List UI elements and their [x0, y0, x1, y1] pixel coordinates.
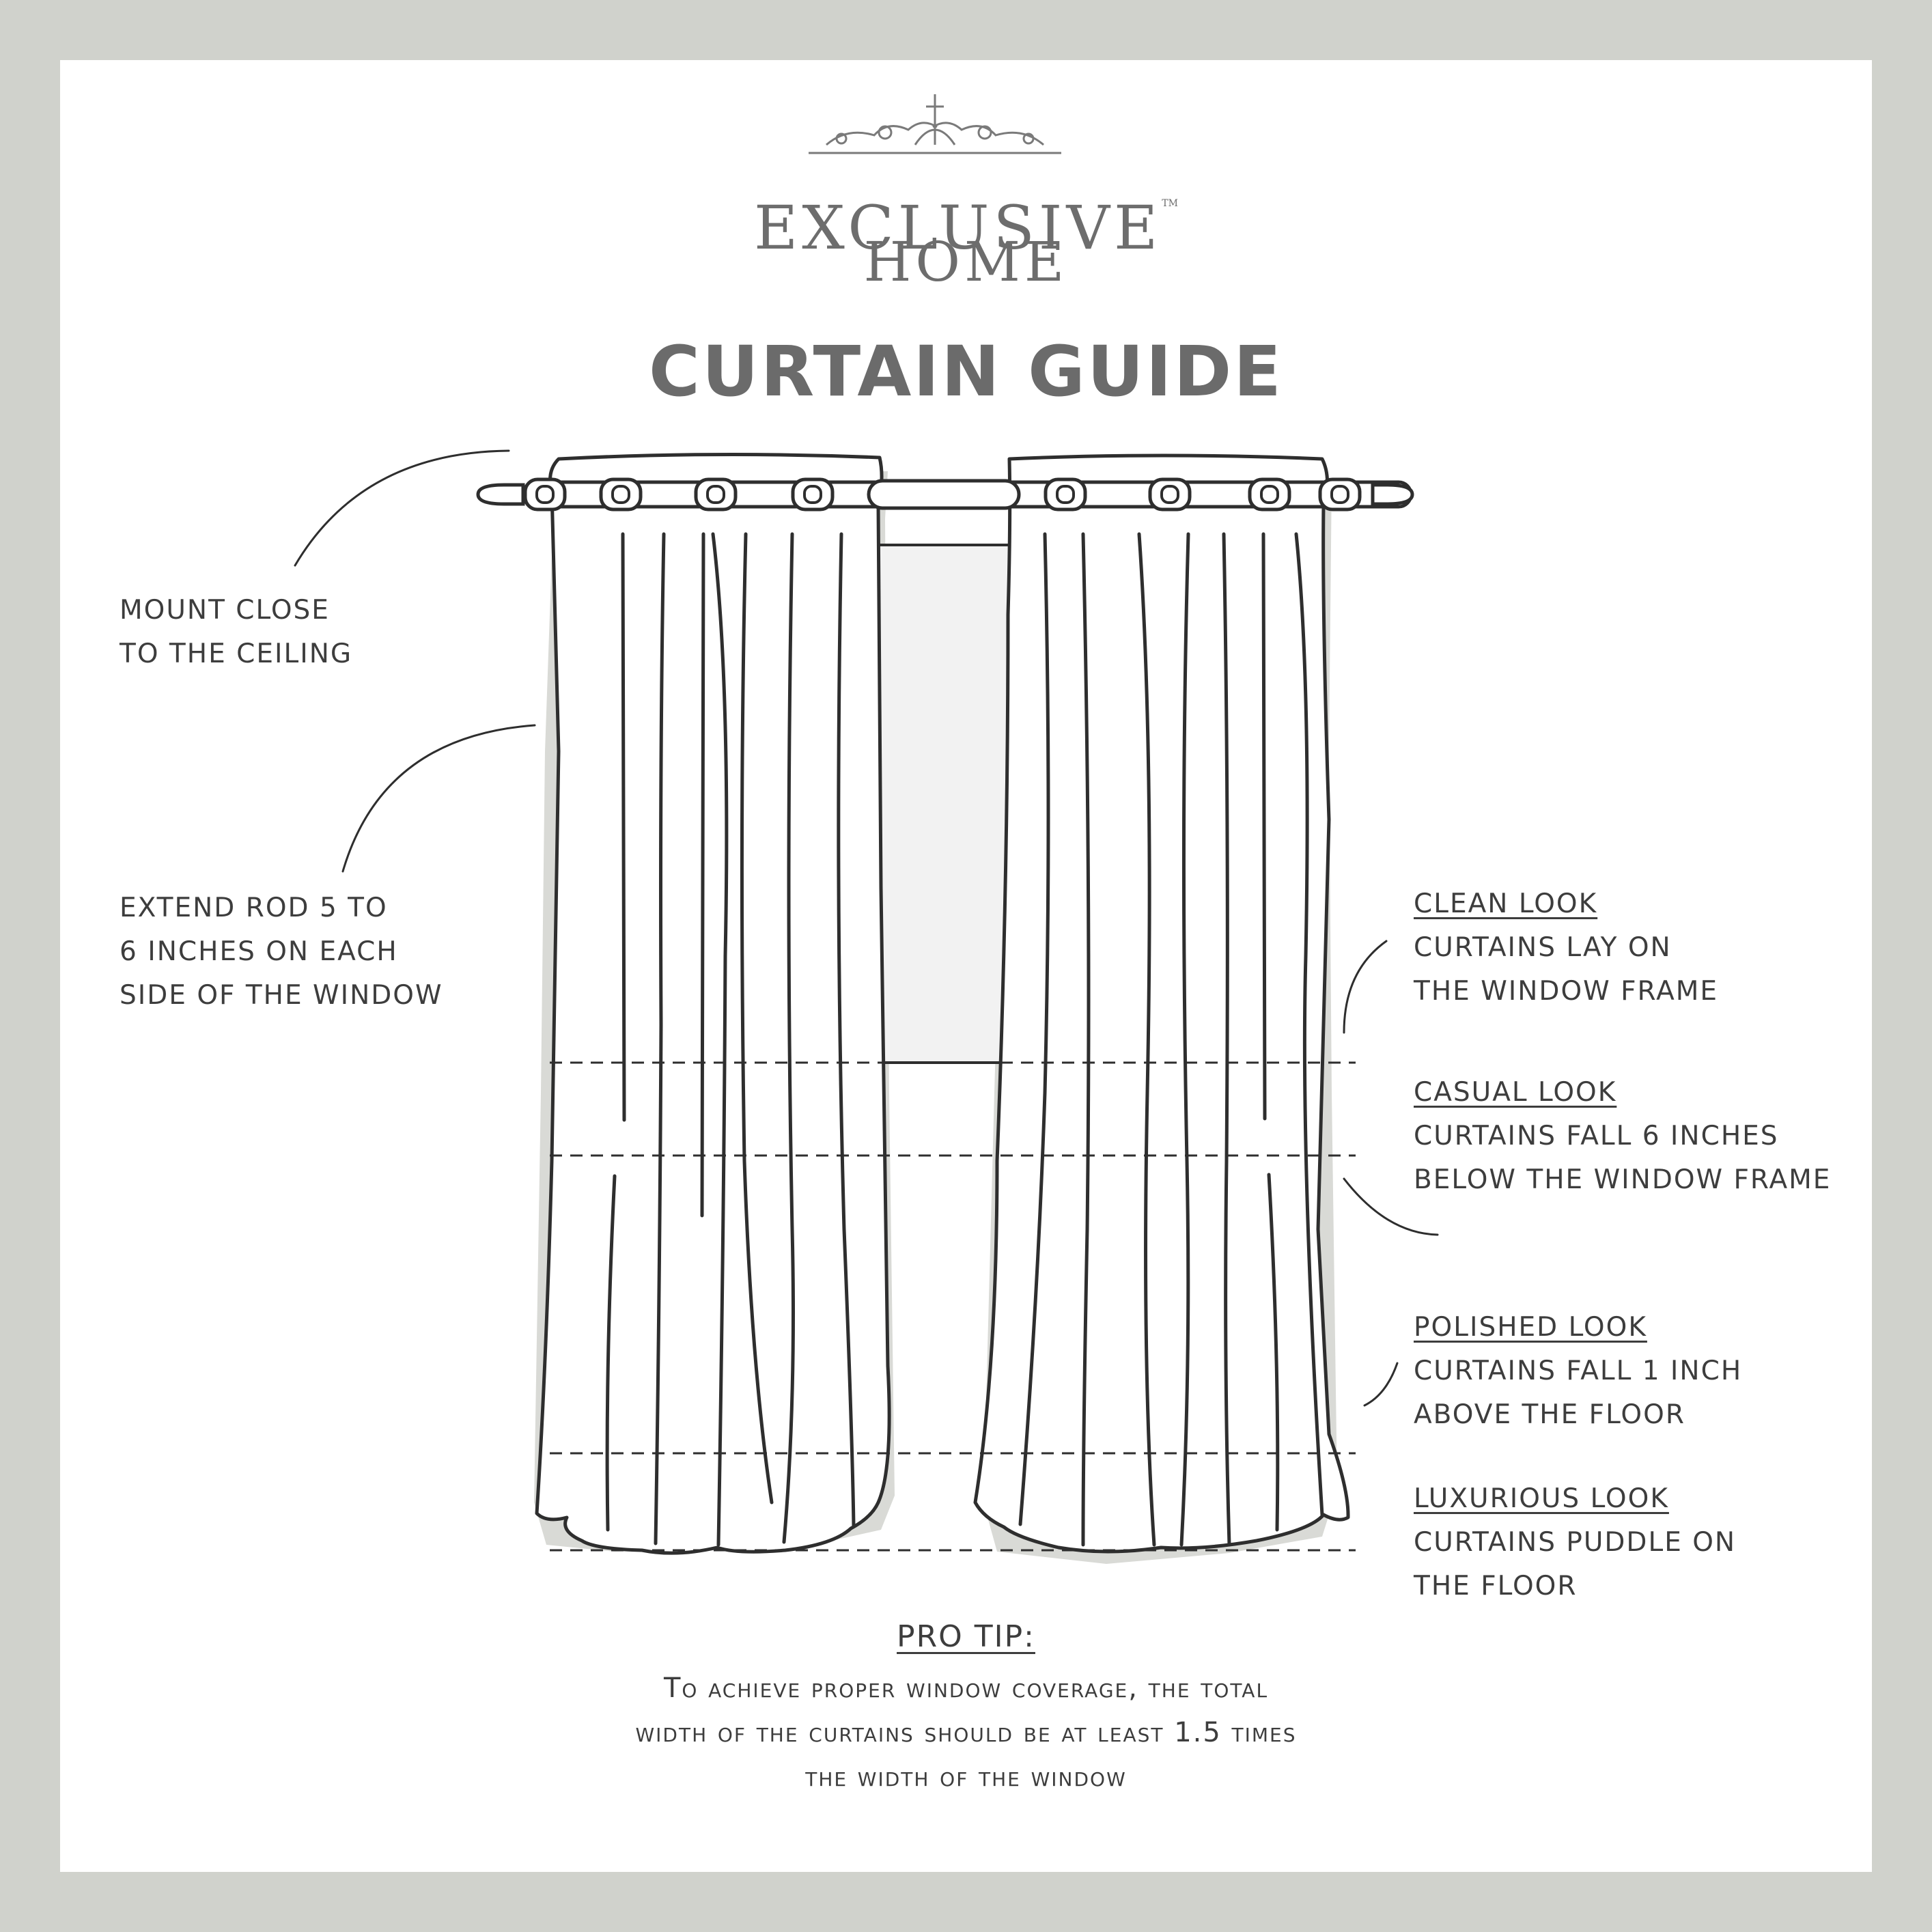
left-finial-icon: [476, 483, 525, 506]
right-curtain: [973, 453, 1350, 1554]
right-finial-icon: [1371, 483, 1414, 506]
window-pane: [878, 545, 1011, 1063]
callout-mount-close: MOUNT CLOSE TO THE CEILING: [120, 595, 353, 669]
grommets: [523, 477, 1362, 512]
look-clean: CLEAN LOOK CURTAINS LAY ON THE WINDOW FR…: [1414, 888, 1719, 1007]
grommet-holes: [535, 485, 1349, 504]
left-curtain: [535, 452, 891, 1555]
callout-extend-rod: EXTEND ROD 5 TO 6 INCHES ON EACH SIDE OF…: [120, 893, 443, 1011]
pro-tip-body: To achieve proper window coverage, the t…: [635, 1672, 1297, 1793]
pro-tip-heading: PRO TIP:: [897, 1619, 1035, 1654]
logo-ornament-icon: [809, 94, 1061, 154]
length-guides: [550, 1061, 1356, 1552]
page-title: CURTAIN GUIDE: [649, 331, 1283, 412]
leader-lines: [294, 449, 1439, 1407]
look-luxurious: LUXURIOUS LOOK CURTAINS PUDDLE ON THE FL…: [1414, 1483, 1737, 1601]
look-casual: CASUAL LOOK CURTAINS FALL 6 INCHES BELOW…: [1414, 1077, 1832, 1195]
left-curtain-folds: [605, 532, 856, 1547]
look-polished: POLISHED LOOK CURTAINS FALL 1 INCH ABOVE…: [1414, 1312, 1743, 1430]
brand-line-2: HOME: [863, 230, 1069, 294]
brand-line-1: EXCLUSIVETM: [754, 193, 1178, 263]
trademark-mark: TM: [1162, 198, 1178, 209]
right-curtain-folds: [1018, 532, 1324, 1547]
